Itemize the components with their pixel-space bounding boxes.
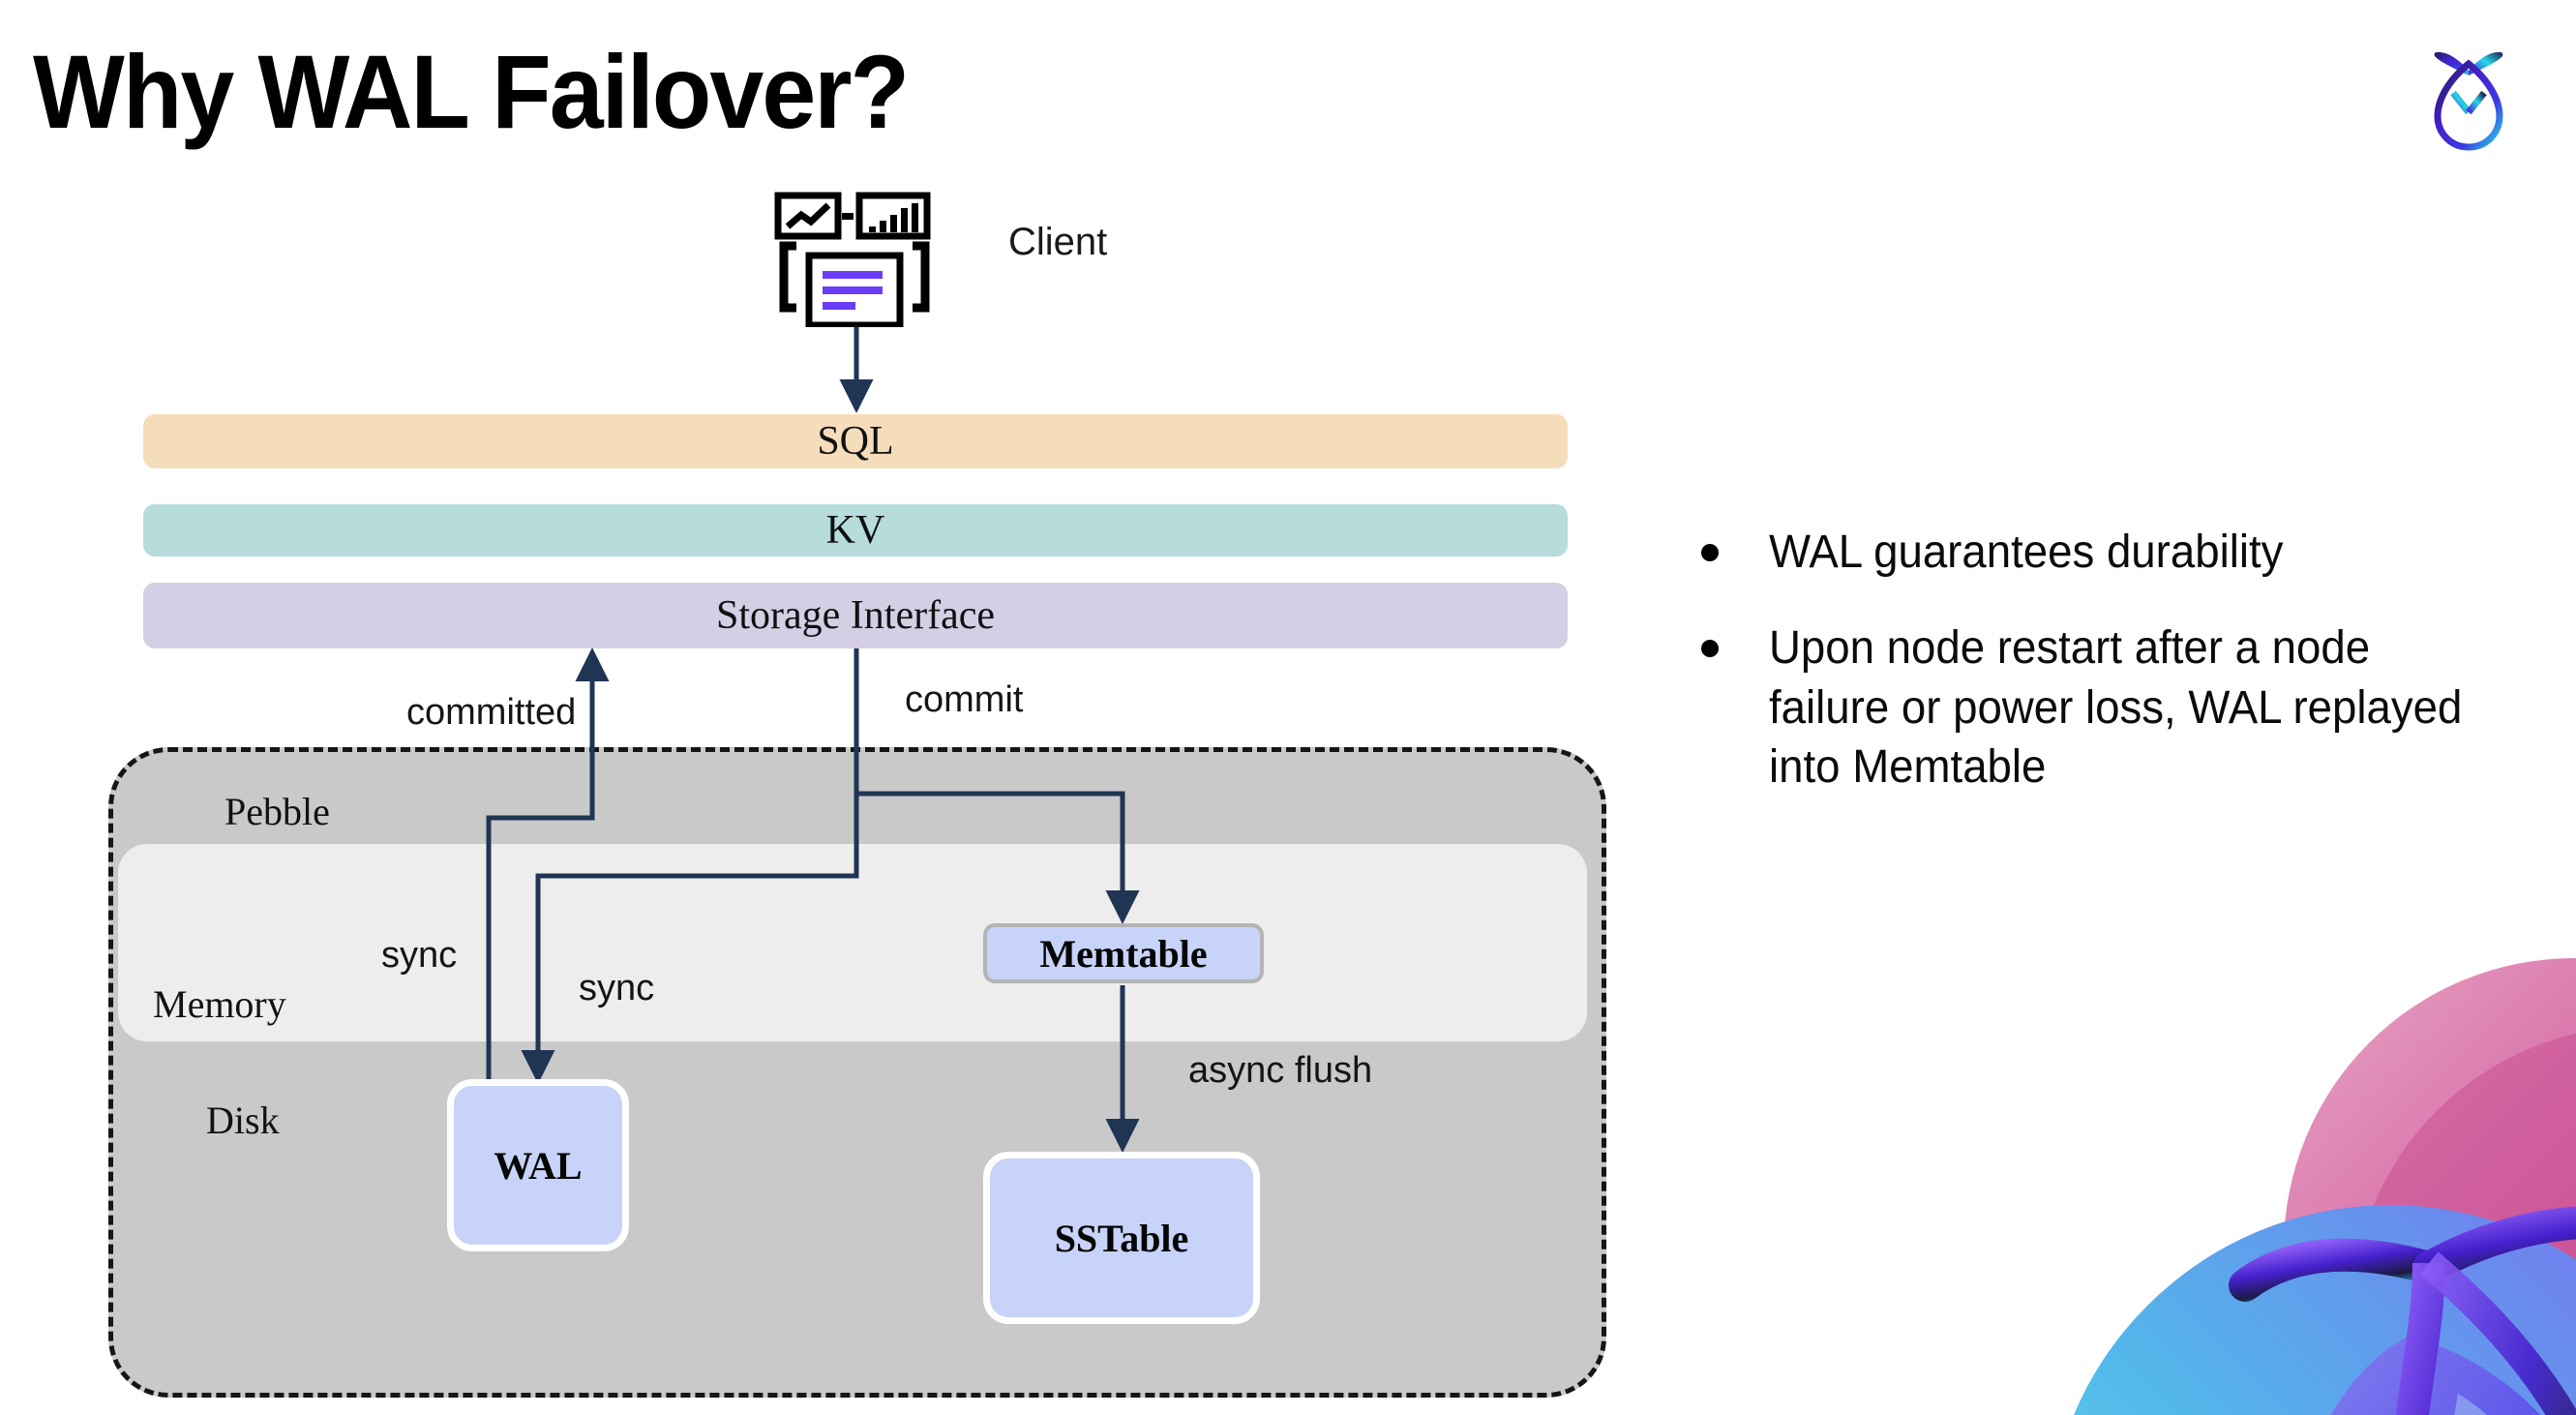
wal-box: WAL [447, 1079, 629, 1251]
edge-label-sync-up: sync [381, 935, 458, 976]
edge-label-sync-down: sync [579, 968, 655, 1009]
layer-bar-sql-label: SQL [817, 419, 894, 464]
list-item: WAL guarantees durability [1701, 523, 2533, 582]
layer-bar-kv: KV [143, 504, 1568, 557]
layer-bar-storage-interface-label: Storage Interface [716, 593, 995, 638]
memtable-box: Memtable [983, 923, 1264, 983]
client-label: Client [1008, 221, 1108, 263]
bullet-list: WAL guarantees durability Upon node rest… [1701, 523, 2533, 834]
edge-label-committed: committed [406, 692, 577, 733]
layer-bar-sql: SQL [143, 414, 1568, 468]
layer-bar-storage-interface: Storage Interface [143, 583, 1568, 648]
edge-label-commit: commit [905, 679, 1024, 720]
memory-region [118, 844, 1587, 1041]
sstable-label: SSTable [1054, 1216, 1189, 1260]
wal-label: WAL [494, 1143, 583, 1188]
memory-label: Memory [153, 982, 286, 1026]
list-item: Upon node restart after a node failure o… [1701, 618, 2533, 797]
cockroachdb-logo [2407, 27, 2531, 155]
layer-bar-kv-label: KV [825, 508, 885, 553]
bullet-dot-icon [1701, 544, 1719, 561]
bullet-text: WAL guarantees durability [1769, 527, 2284, 578]
sstable-box: SSTable [983, 1152, 1260, 1324]
bullet-text: Upon node restart after a node failure o… [1769, 622, 2463, 794]
edge-label-async-flush: async flush [1188, 1050, 1373, 1091]
disk-label: Disk [206, 1099, 280, 1142]
memtable-label: Memtable [1039, 931, 1208, 976]
cockroachdb-watermark-graphic [1974, 929, 2576, 1415]
page-title: Why WAL Failover? [33, 33, 910, 150]
pebble-label: Pebble [225, 790, 330, 833]
client-dashboard-icon [772, 192, 939, 329]
bullet-dot-icon [1701, 640, 1719, 658]
